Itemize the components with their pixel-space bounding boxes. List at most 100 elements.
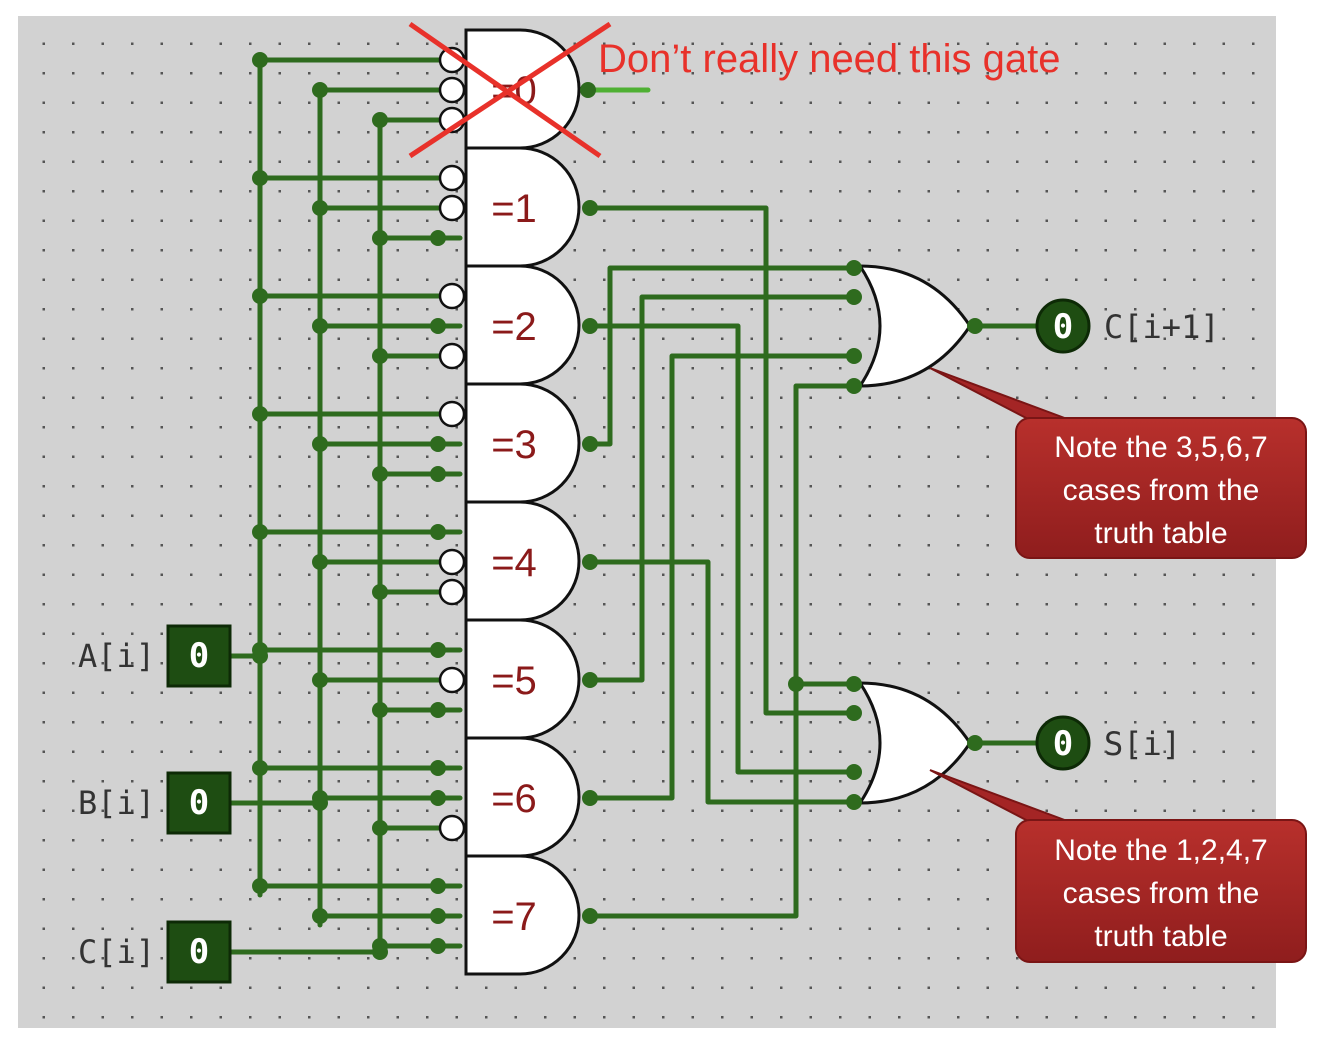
output-pin-carry[interactable]: 0 C[i+1] — [1035, 298, 1220, 354]
and-gate-label: =6 — [491, 777, 537, 821]
and-gate-body — [464, 146, 581, 268]
inverter-bubble — [438, 282, 466, 310]
junction — [788, 676, 804, 692]
junction — [582, 790, 598, 806]
junction — [312, 790, 328, 806]
annotation-text: Don’t really need this gate — [598, 37, 1061, 81]
inverter-bubble — [438, 194, 466, 222]
and-gate-5: =5 — [464, 618, 581, 740]
and-gate-label: =5 — [491, 659, 537, 703]
note-carry-callout: Note the 3,5,6,7 cases from the truth ta… — [929, 367, 1307, 559]
and-gate-1: =1 — [464, 146, 581, 268]
unneeded-gate-annotation: Don’t really need this gate — [408, 21, 1061, 159]
inverter-bubble — [438, 342, 466, 370]
input-pin-b[interactable]: 0 B[i] — [78, 771, 232, 835]
inverter-bubble — [438, 578, 466, 606]
junction — [430, 790, 446, 806]
and-gate-body — [464, 854, 581, 976]
junction — [252, 52, 268, 68]
output-sum-value: 0 — [1053, 724, 1073, 764]
junction — [252, 760, 268, 776]
cross-stroke-2 — [408, 21, 612, 159]
junction — [430, 702, 446, 718]
junction — [252, 878, 268, 894]
input-pin-a[interactable]: 0 A[i] — [78, 624, 232, 688]
junction — [430, 760, 446, 776]
carry-input-gate5 — [582, 294, 861, 683]
junction — [252, 524, 268, 540]
carry-input-gate7 — [582, 383, 861, 919]
inverter-bubble — [438, 164, 466, 192]
input-a-label: A[i] — [78, 637, 155, 675]
inverter-bubble — [438, 548, 466, 576]
junction — [582, 672, 598, 688]
and-gate-0: =0 — [464, 28, 581, 150]
junction — [312, 82, 328, 98]
junction — [582, 200, 598, 216]
junction — [312, 554, 328, 570]
and-gate-6: =6 — [464, 736, 581, 858]
note-sum-callout: Note the 1,2,4,7 cases from the truth ta… — [929, 769, 1307, 963]
and-gate-label: =4 — [491, 541, 537, 585]
junction — [967, 318, 983, 334]
junction — [312, 908, 328, 924]
junction — [430, 938, 446, 954]
note-sum-line-2: cases from the — [1063, 877, 1260, 910]
junction — [312, 318, 328, 334]
junction — [312, 200, 328, 216]
junction — [372, 466, 388, 482]
junction — [372, 230, 388, 246]
inverter-bubble — [438, 76, 466, 104]
and-gate-label: =1 — [491, 187, 537, 231]
junction — [430, 230, 446, 246]
note-sum-line-3: truth table — [1094, 920, 1227, 953]
and-gate-body — [464, 736, 581, 858]
junction — [580, 82, 596, 98]
junction — [582, 554, 598, 570]
junction — [372, 820, 388, 836]
and-gate-body — [464, 382, 581, 504]
or-gates — [857, 264, 972, 805]
junction — [582, 318, 598, 334]
junction — [430, 318, 446, 334]
and-gates: =0 =1 =2 =3 =4 =5 =6 =7 — [464, 28, 581, 976]
and-gate-label: =7 — [491, 895, 537, 939]
input-c-value: 0 — [189, 932, 209, 972]
and-gate-body — [464, 500, 581, 622]
output-carry-value: 0 — [1053, 307, 1073, 347]
junction — [430, 642, 446, 658]
inverter-bubble — [438, 814, 466, 842]
note-carry-line-2: cases from the — [1063, 474, 1260, 507]
output-sum-label: S[i] — [1104, 725, 1181, 763]
or-gate-body — [857, 264, 972, 388]
input-b-value: 0 — [189, 783, 209, 823]
and-gate-label: =2 — [491, 305, 537, 349]
cross-stroke-1 — [408, 21, 602, 159]
junction — [846, 260, 862, 276]
output-pin-sum[interactable]: 0 S[i] — [1035, 715, 1181, 771]
note-carry-line-3: truth table — [1094, 517, 1227, 550]
inverter-bubble — [438, 666, 466, 694]
note-sum-line-1: Note the 1,2,4,7 — [1054, 834, 1268, 867]
junction — [582, 908, 598, 924]
input-pin-c[interactable]: 0 C[i] — [78, 920, 232, 984]
and-gate-3: =3 — [464, 382, 581, 504]
junction — [252, 642, 268, 658]
junction — [846, 289, 862, 305]
junction — [372, 112, 388, 128]
junction — [312, 436, 328, 452]
input-c-label: C[i] — [78, 933, 155, 971]
note-carry-line-1: Note the 3,5,6,7 — [1054, 431, 1268, 464]
or-gate-sum — [857, 681, 972, 805]
or-gate-carry — [857, 264, 972, 388]
input-b-label: B[i] — [78, 784, 155, 822]
and-gate-7: =7 — [464, 854, 581, 976]
junction — [846, 764, 862, 780]
sum-input-gate4 — [582, 559, 861, 805]
inverter-bubble — [438, 400, 466, 428]
and-gate-body — [464, 618, 581, 740]
or-gate-body — [857, 681, 972, 805]
junction — [582, 436, 598, 452]
junction — [846, 705, 862, 721]
and-gate-2: =2 — [464, 264, 581, 386]
